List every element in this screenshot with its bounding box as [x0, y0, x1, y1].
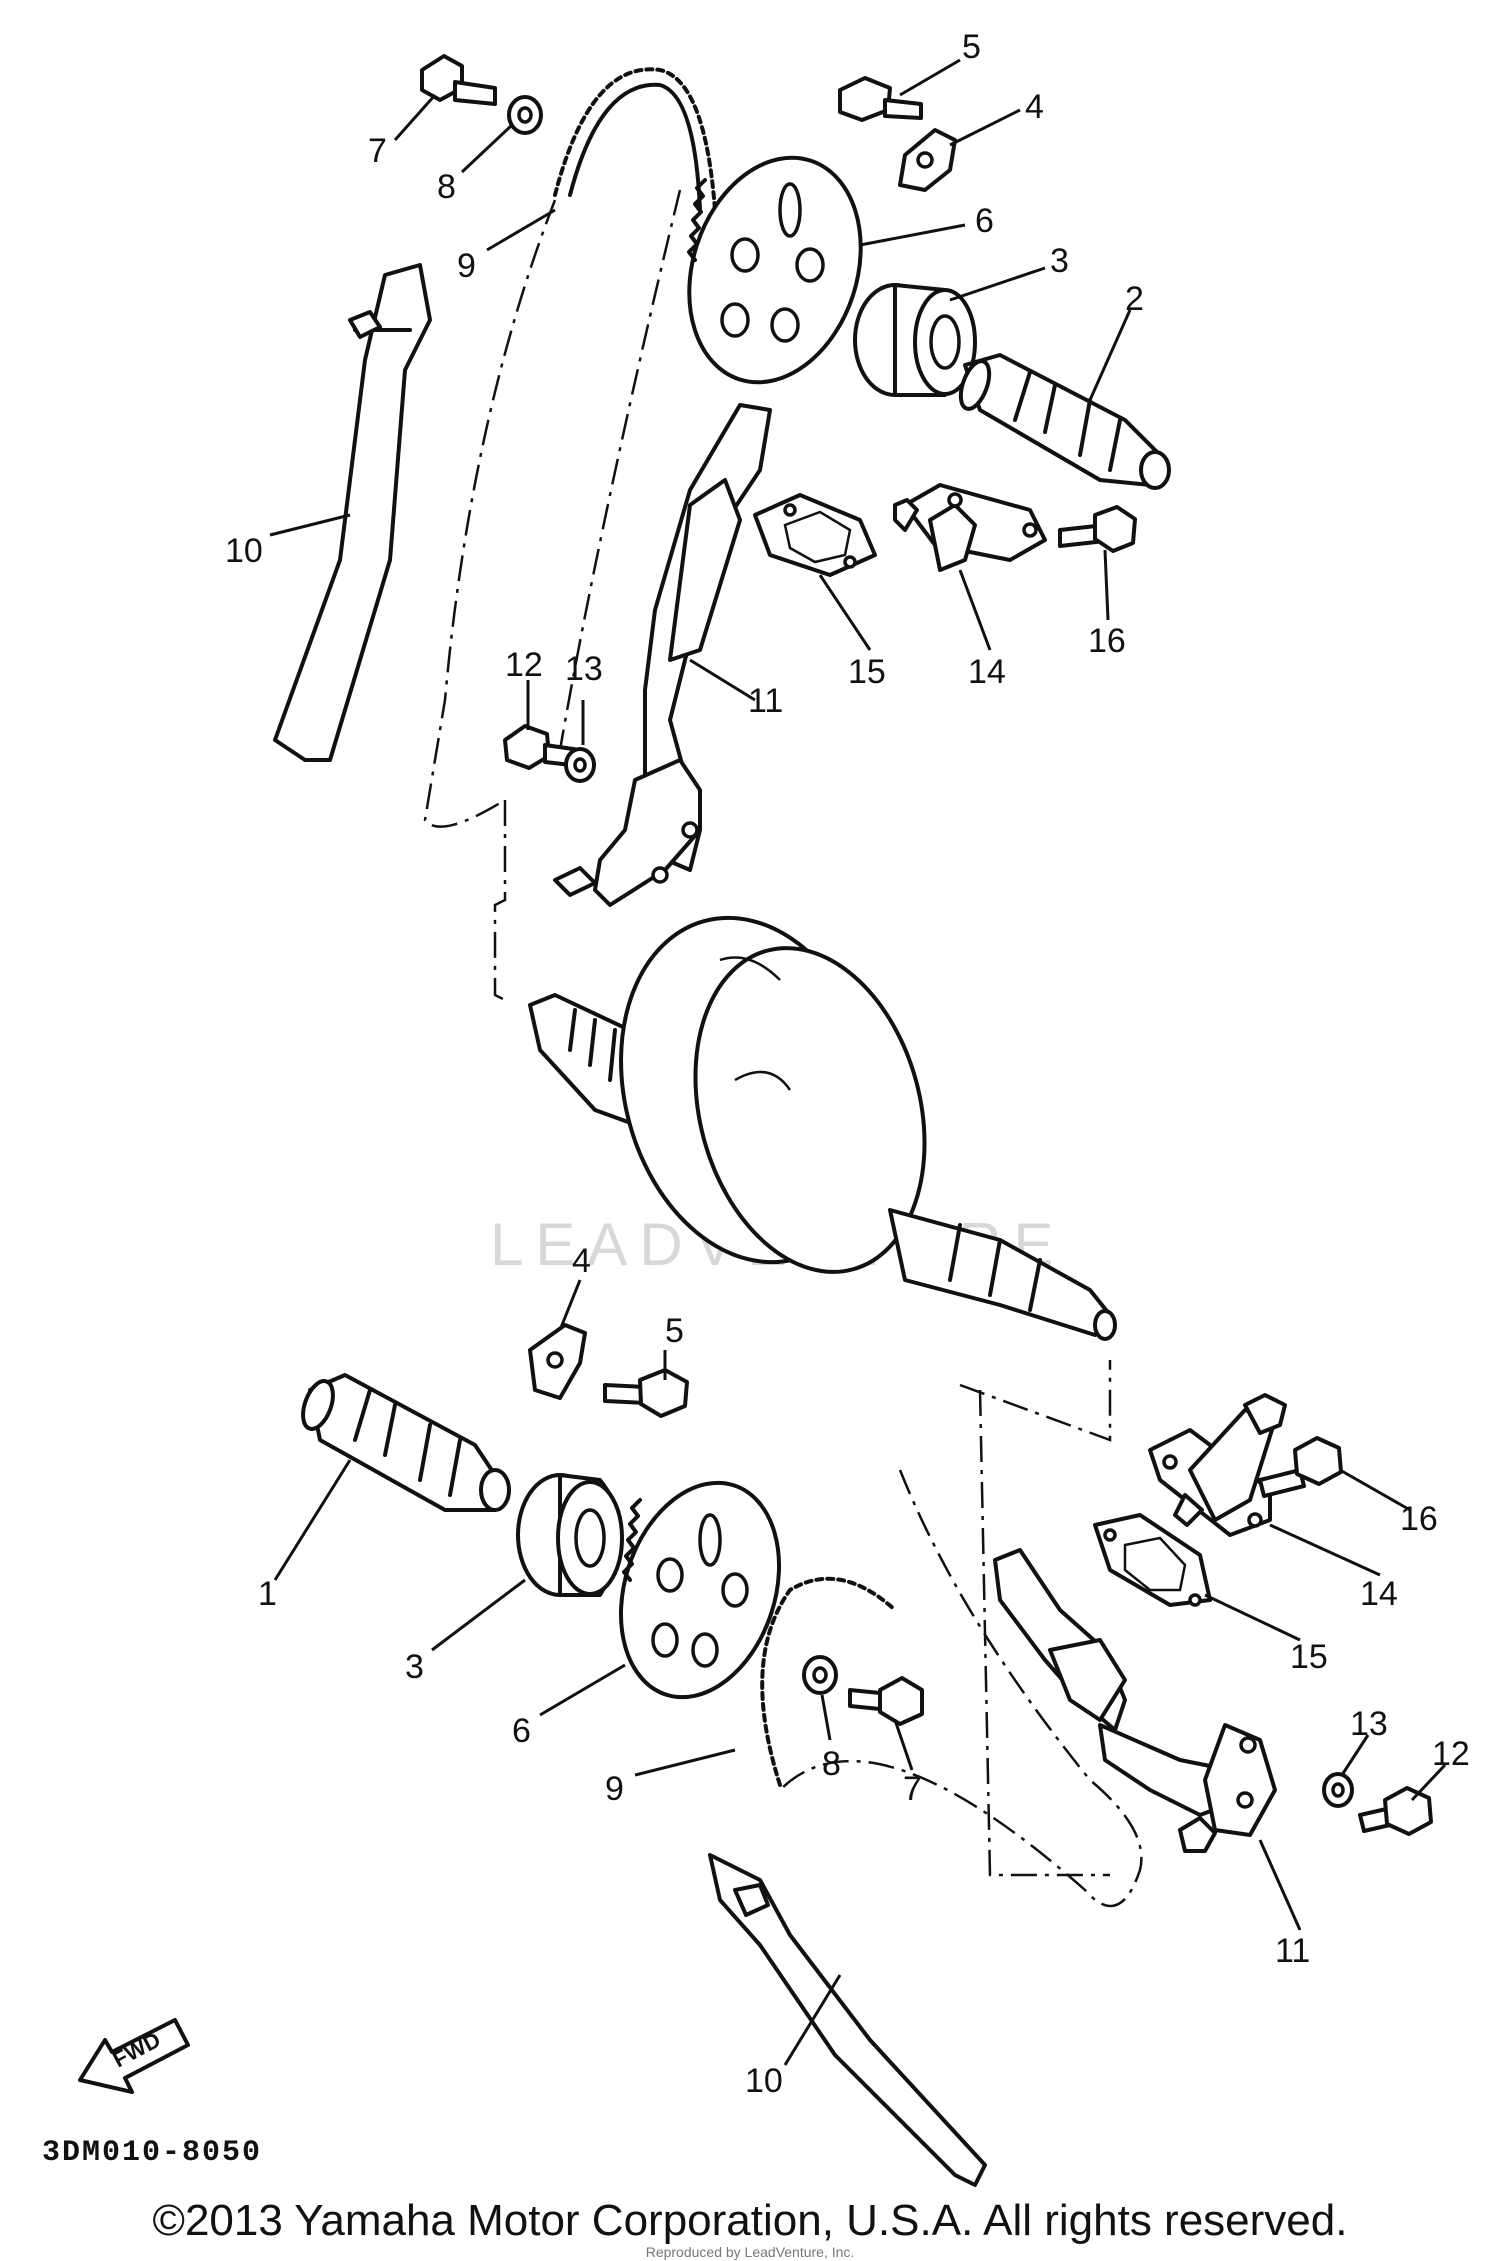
callout-8-bottom: 8	[822, 1745, 841, 1783]
callout-9-top: 9	[457, 247, 476, 285]
gasket-15-bottom	[1093, 1513, 1212, 1607]
chain-guide-10-top	[273, 263, 432, 762]
bolt-5-bottom	[603, 1368, 689, 1418]
bolt-7-top	[420, 54, 497, 106]
gasket-15-top	[753, 493, 877, 577]
cam-chain-top	[553, 67, 717, 212]
callout-7-top: 7	[368, 132, 387, 170]
plate-4-top	[898, 128, 957, 192]
callout-3-top: 3	[1050, 242, 1069, 280]
callout-15-top: 15	[848, 653, 886, 691]
leader-lines	[269, 58, 1447, 2066]
bolt-7-bottom	[848, 1676, 924, 1726]
tensioner-14-top	[893, 483, 1047, 572]
callout-1-bottom: 1	[258, 1575, 277, 1613]
callout-13-top: 13	[565, 650, 603, 688]
bearing-3-bottom	[516, 1473, 624, 1597]
callout-4-bottom: 4	[572, 1242, 591, 1280]
callout-5-bottom: 5	[665, 1312, 684, 1350]
bolt-12-bottom	[1358, 1786, 1433, 1836]
callout-8-top: 8	[437, 168, 456, 206]
camshaft-2	[958, 353, 1171, 490]
callout-14-top: 14	[968, 653, 1006, 691]
cam-sprocket-6-top	[687, 155, 863, 385]
callout-12-bottom: 12	[1432, 1735, 1470, 1773]
callout-11-bottom: 11	[1275, 1932, 1310, 1970]
washer-8-bottom	[802, 1655, 838, 1695]
cam-sprocket-6-bottom	[618, 1480, 782, 1700]
washer-13-bottom	[1322, 1772, 1354, 1808]
callout-16-top: 16	[1088, 622, 1126, 660]
callout-6-bottom: 6	[512, 1712, 531, 1750]
callout-9-bottom: 9	[605, 1770, 624, 1808]
washer-13-top	[564, 747, 596, 783]
chain-guide-10-bottom	[708, 1853, 987, 2187]
reproduced-by-note: Reproduced by LeadVenture, Inc.	[645, 2244, 855, 2260]
callout-12-top: 12	[505, 646, 543, 684]
diagram-code: 3DM010-8050	[42, 2136, 262, 2170]
callout-4-top: 4	[1025, 88, 1044, 126]
callout-10-bottom: 10	[745, 2062, 783, 2100]
cam-chain-bottom	[760, 1576, 897, 1787]
callout-11-top: 11	[748, 682, 783, 720]
callout-2-top: 2	[1125, 280, 1144, 318]
callout-13-bottom: 13	[1350, 1705, 1388, 1743]
callout-numbers: 7 8 9 5 4 6 3 2 10 12 13 11 15 14 16 4 5…	[225, 28, 1470, 2100]
bolt-5-top	[838, 76, 923, 122]
callout-10-top: 10	[225, 532, 263, 570]
callout-16-bottom: 16	[1400, 1500, 1438, 1538]
crankshaft	[528, 915, 1117, 1341]
bearing-3-top	[853, 283, 977, 397]
washer-8-top	[507, 95, 543, 135]
bolt-16-top	[1058, 505, 1137, 553]
fwd-arrow: FWD	[78, 2018, 190, 2094]
chain-path-lines	[423, 189, 1143, 1908]
callout-3-bottom: 3	[405, 1648, 424, 1686]
plate-4-bottom	[528, 1323, 587, 1400]
tensioner-guide-11-top	[553, 403, 772, 907]
callout-15-bottom: 15	[1290, 1638, 1328, 1676]
camshaft-1	[301, 1373, 511, 1512]
callout-7-bottom: 7	[903, 1770, 922, 1808]
tensioner-14-bottom	[1148, 1393, 1287, 1537]
callout-6-top: 6	[975, 202, 994, 240]
callout-5-top: 5	[962, 28, 981, 66]
callout-14-bottom: 14	[1360, 1575, 1398, 1613]
tensioner-guide-11-bottom	[993, 1548, 1277, 1853]
bolt-16-bottom	[1258, 1436, 1343, 1498]
copyright-notice: ©2013 Yamaha Motor Corporation, U.S.A. A…	[152, 2196, 1348, 2245]
